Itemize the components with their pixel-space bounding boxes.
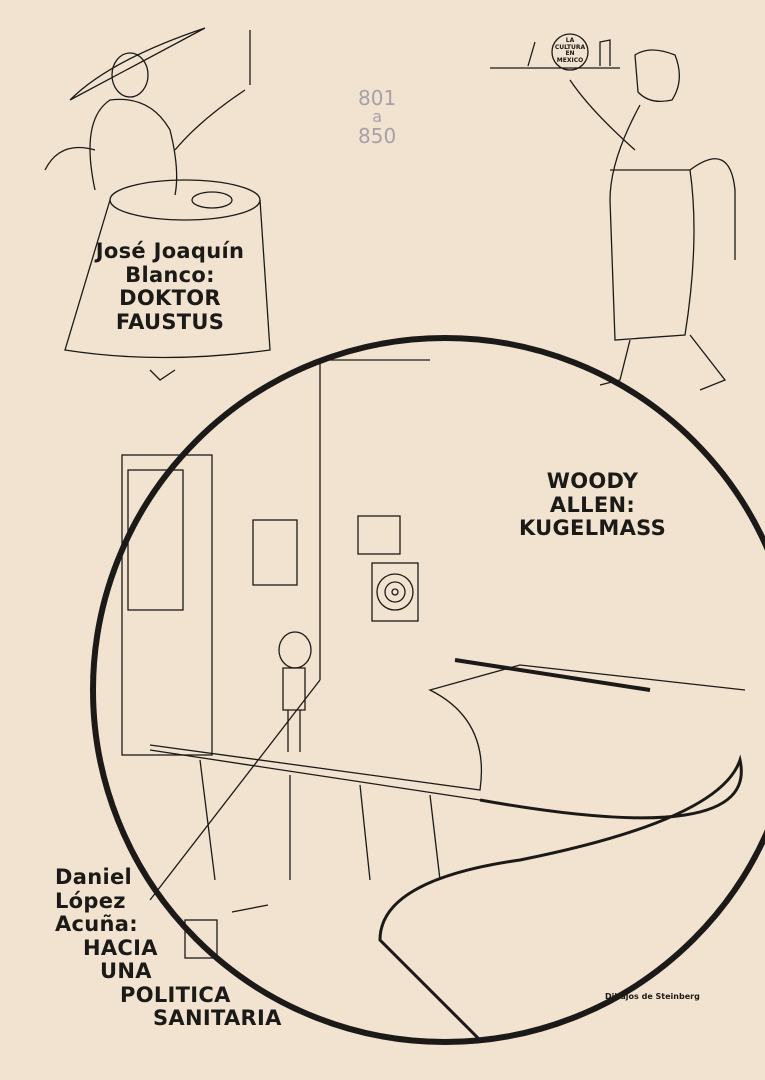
author-name: López: [55, 888, 126, 913]
frame-circle: [90, 335, 765, 1045]
room-with-train-drawing: [121, 359, 746, 1042]
article-kugelmass[interactable]: WOODY ALLEN: KUGELMASS: [515, 469, 670, 541]
article-title: DOKTOR: [119, 286, 221, 311]
note-line: 850: [358, 123, 397, 148]
logo-line: MEXICO: [556, 56, 584, 64]
article-doktor-faustus[interactable]: José Joaquín Blanco: DOKTOR FAUSTUS: [95, 239, 245, 334]
author-name: Daniel: [55, 865, 132, 889]
author-name: Blanco:: [125, 262, 215, 287]
tray-logo: LA CULTURA EN MEXICO: [553, 37, 587, 64]
article-title: UNA: [100, 959, 152, 984]
handwritten-note: 801 a 850: [358, 88, 396, 147]
logo-line: EN: [565, 50, 575, 58]
author-name: ALLEN:: [549, 492, 636, 517]
author-name: Acuña:: [55, 912, 138, 937]
logo-line: LA: [565, 37, 575, 44]
logo-line: CULTURA: [554, 43, 586, 51]
article-title: POLITICA: [120, 982, 231, 1007]
note-line: a: [372, 107, 382, 126]
article-title: FAUSTUS: [115, 309, 225, 334]
author-name: José Joaquín: [95, 239, 245, 263]
article-title: KUGELMASS: [518, 516, 667, 541]
note-line: 801: [358, 86, 397, 110]
waiter-drawing: [490, 33, 736, 391]
article-politica-sanitaria[interactable]: Daniel López Acuña: HACIA UNA POLITICA S…: [55, 865, 282, 1031]
author-name: WOODY: [546, 469, 639, 493]
article-title: SANITARIA: [153, 1006, 282, 1031]
illustration-credit: Dibujos de Steinberg: [605, 992, 700, 1001]
woman-at-table-drawing: [44, 27, 271, 381]
article-title: HACIA: [83, 935, 158, 960]
